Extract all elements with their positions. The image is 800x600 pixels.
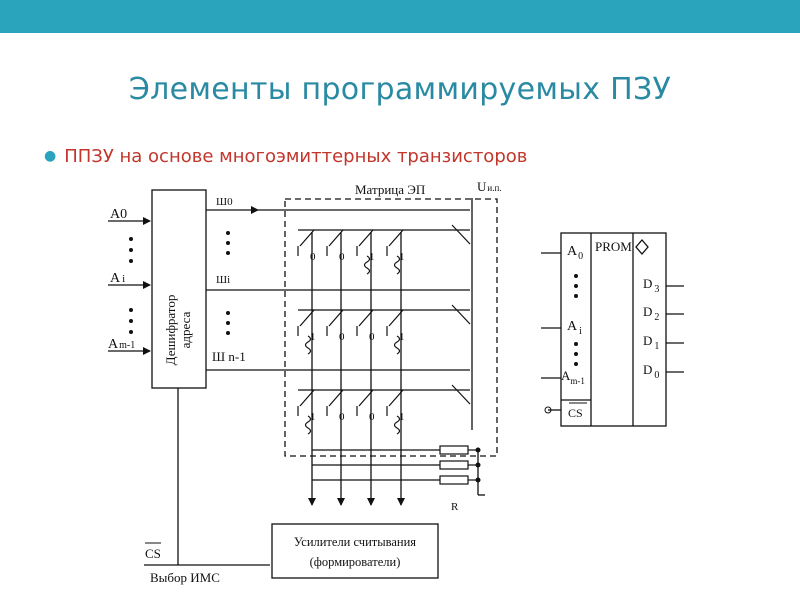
resistor xyxy=(439,475,469,485)
bullet-text: ППЗУ на основе многоэмиттерных транзисто… xyxy=(64,146,528,167)
supply-link xyxy=(451,304,471,325)
matrix-box xyxy=(284,198,498,457)
bit-label: 1 xyxy=(310,331,316,343)
prom-am-label: Am-1 xyxy=(561,368,585,386)
wordline-i-label: Шi xyxy=(216,274,230,286)
resistor xyxy=(439,460,469,470)
amplifier-block xyxy=(271,523,439,579)
wordline-0-label: Ш0 xyxy=(216,196,233,208)
bit-label: 0 xyxy=(339,411,345,423)
bit-label: 0 xyxy=(310,251,316,263)
bit-label: 0 xyxy=(339,331,345,343)
input-am-label: Am-1 xyxy=(108,337,135,352)
bullet-icon: ● xyxy=(44,148,57,164)
supply-label: Uи.п. xyxy=(477,179,502,194)
prom-cs-label: CS xyxy=(568,406,583,420)
cell-switch xyxy=(328,309,344,327)
cell-switch xyxy=(328,389,344,407)
decoder-label: Дешифраторадреса xyxy=(163,295,193,366)
matrix-label: Матрица ЭП xyxy=(355,182,425,197)
cell-switch xyxy=(299,389,315,407)
cell-switch xyxy=(388,309,404,327)
bit-label: 1 xyxy=(399,411,405,423)
amplifier-label: Усилители считывания xyxy=(294,535,416,549)
slide-title: Элементы программируемых ПЗУ xyxy=(128,72,672,107)
chip-select-label: Выбор ИМС xyxy=(150,570,220,585)
header-band xyxy=(0,0,800,33)
bit-label: 1 xyxy=(369,251,375,263)
resistor-label: R xyxy=(451,501,459,513)
input-a0-label: A0 xyxy=(110,207,127,222)
cell-switch xyxy=(358,229,374,247)
cell-switch xyxy=(358,309,374,327)
fuse-coil xyxy=(363,255,371,275)
cell-switch xyxy=(299,229,315,247)
bit-label: 1 xyxy=(310,411,316,423)
prom-title: PROM xyxy=(595,239,632,254)
fuse-coil xyxy=(393,335,401,355)
fuse-coil xyxy=(393,255,401,275)
bit-label: 0 xyxy=(369,411,375,423)
cell-switch xyxy=(388,389,404,407)
amplifier-sublabel: (формирователи) xyxy=(310,555,401,569)
bit-label: 0 xyxy=(369,331,375,343)
cs-label: CS xyxy=(145,546,161,561)
prom-block xyxy=(560,232,667,427)
fuse-coil xyxy=(304,415,312,435)
bit-label: 1 xyxy=(399,331,405,343)
bullet-item: ● ППЗУ на основе многоэмиттерных транзист… xyxy=(44,146,527,167)
bit-label: 0 xyxy=(339,251,345,263)
supply-link xyxy=(451,224,471,245)
fuse-coil xyxy=(304,335,312,355)
fuse-coil xyxy=(393,415,401,435)
resistor xyxy=(439,445,469,455)
decoder-block xyxy=(151,189,207,389)
wordline-n-label: Ш n-1 xyxy=(212,349,246,364)
cell-switch xyxy=(328,229,344,247)
bit-label: 1 xyxy=(399,251,405,263)
cell-switch xyxy=(299,309,315,327)
cell-switch xyxy=(358,389,374,407)
prom-a0-label: A0 xyxy=(567,244,583,262)
supply-link xyxy=(451,384,471,405)
cell-switch xyxy=(388,229,404,247)
